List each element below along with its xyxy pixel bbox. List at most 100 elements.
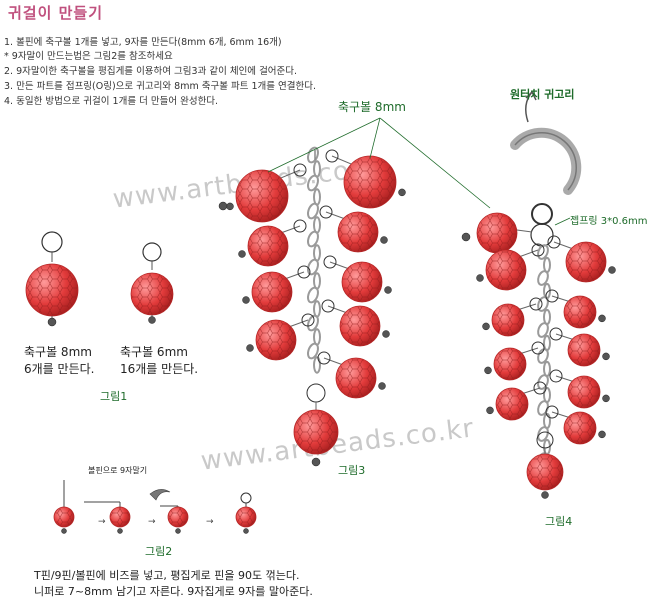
fig4-caption: 그림4 bbox=[545, 515, 573, 528]
bead-facets bbox=[494, 348, 526, 380]
bead-facets bbox=[110, 507, 130, 527]
arrow-glyph: → bbox=[98, 517, 106, 527]
loop-ring bbox=[293, 163, 307, 177]
pin-ball bbox=[602, 352, 610, 361]
bead-facets bbox=[26, 264, 78, 316]
chain-link bbox=[537, 374, 549, 390]
arrow-glyph: → bbox=[148, 517, 156, 527]
pin-ball bbox=[311, 457, 321, 467]
chain-link bbox=[313, 244, 321, 262]
arrow-glyph: → bbox=[206, 517, 214, 527]
fig3-callout: 축구볼 8mm bbox=[338, 100, 406, 114]
step-3: 3. 만든 파트를 접프링(O링)으로 귀고리와 8mm 축구볼 파트 1개를 … bbox=[4, 81, 316, 92]
fig1-bead6-label: 축구볼 6mm bbox=[120, 345, 188, 359]
chain-link bbox=[537, 296, 549, 312]
chain-link bbox=[313, 356, 321, 374]
chain-link bbox=[537, 244, 549, 260]
bead-facets bbox=[568, 334, 600, 366]
pin-ball bbox=[486, 406, 494, 415]
pin-ball bbox=[378, 382, 386, 390]
pin-ball bbox=[246, 344, 254, 352]
pin-ball bbox=[398, 188, 406, 197]
chain-link bbox=[537, 426, 549, 442]
fig3-caption: 그림3 bbox=[338, 464, 366, 477]
chain-link bbox=[543, 308, 551, 326]
loop-ring bbox=[533, 381, 547, 395]
fig1-bead8-count: 6개를 만든다. bbox=[24, 362, 95, 376]
chain-link bbox=[313, 216, 321, 234]
pin-ball bbox=[598, 430, 606, 439]
fig2-desc-2: 니퍼로 7~8mm 남기고 자른다. 9자집게로 9자를 말아준다. bbox=[34, 585, 313, 598]
hoop-earring bbox=[510, 127, 582, 195]
fig1-bead8-label: 축구볼 8mm bbox=[24, 345, 92, 359]
loop-ring bbox=[301, 313, 315, 327]
bead-facets bbox=[236, 170, 288, 222]
bead-facets bbox=[236, 507, 256, 527]
step-4: 4. 동일한 방법으로 귀걸이 1개를 더 만들어 완성한다. bbox=[4, 96, 219, 107]
loop-ring bbox=[297, 265, 311, 279]
loop-ring bbox=[293, 219, 307, 233]
step-1-note: * 9자말이 만드는법은 그림2를 참조하세요 bbox=[4, 51, 173, 62]
chain-link bbox=[313, 272, 321, 290]
bead-facets bbox=[486, 250, 526, 290]
bead-facets bbox=[342, 262, 382, 302]
loop-ring bbox=[545, 405, 559, 419]
bead-facets bbox=[168, 507, 188, 527]
bead-facets bbox=[252, 272, 292, 312]
pin-ball bbox=[541, 491, 549, 499]
bead-facets bbox=[566, 242, 606, 282]
chain-link bbox=[537, 270, 549, 286]
chain-link bbox=[307, 230, 319, 248]
wire-line bbox=[369, 117, 381, 159]
chain-link bbox=[537, 348, 549, 364]
fig2-desc-1: T핀/9핀/볼핀에 비즈를 넣고, 평집게로 핀을 90도 꺾는다. bbox=[34, 569, 300, 582]
loop-ring bbox=[547, 235, 561, 249]
pin-ball bbox=[218, 201, 228, 211]
loop-ring bbox=[549, 369, 563, 383]
chain-link bbox=[543, 334, 551, 352]
bead-facets bbox=[568, 376, 600, 408]
pin-ball bbox=[384, 286, 392, 294]
fig4-jumpring-label: 젭프링 3*0.6mm bbox=[570, 216, 648, 227]
bead-facets bbox=[477, 213, 517, 253]
chain-link bbox=[307, 174, 319, 192]
loop-ring bbox=[319, 205, 333, 219]
loop-ring bbox=[530, 223, 554, 247]
pin-ball bbox=[242, 296, 250, 304]
loop-ring bbox=[325, 149, 339, 163]
chain-link bbox=[307, 202, 319, 220]
fig4-earring-label: 원터치 귀고리 bbox=[510, 88, 575, 101]
pin-ball bbox=[598, 314, 606, 323]
loop-ring bbox=[321, 299, 335, 313]
pin-ball bbox=[61, 528, 67, 534]
pin-ball bbox=[608, 266, 616, 274]
pin-ball bbox=[380, 236, 388, 244]
loop-ring bbox=[306, 383, 326, 403]
loop-ring bbox=[529, 297, 543, 311]
fig1-caption: 그림1 bbox=[100, 390, 128, 403]
bead-facets bbox=[338, 212, 378, 252]
illustration: → → → bbox=[25, 90, 616, 534]
chain-link bbox=[307, 286, 319, 304]
pin-ball bbox=[382, 330, 390, 338]
pin-ball bbox=[117, 528, 123, 534]
bead-facets bbox=[294, 410, 338, 454]
loop-ring bbox=[323, 255, 337, 269]
pin-ball bbox=[476, 274, 484, 282]
loop-ring bbox=[545, 289, 559, 303]
loop-ring bbox=[531, 243, 545, 257]
loop-ring bbox=[41, 231, 63, 253]
chain-link bbox=[537, 322, 549, 338]
chain-link bbox=[313, 188, 321, 206]
loop-ring bbox=[240, 492, 252, 504]
bead-facets bbox=[527, 454, 563, 490]
hoop-outline bbox=[514, 132, 578, 191]
step-1: 1. 볼핀에 축구볼 1개를 넣고, 9자를 만든다(8mm 6개, 6mm 1… bbox=[4, 37, 282, 48]
pin-ball bbox=[243, 528, 249, 534]
chain-link bbox=[313, 300, 321, 318]
arrow-head bbox=[525, 90, 537, 101]
fig1-bead6-count: 16개를 만든다. bbox=[120, 362, 199, 376]
chain-link bbox=[307, 258, 319, 276]
chain-link bbox=[313, 160, 321, 178]
